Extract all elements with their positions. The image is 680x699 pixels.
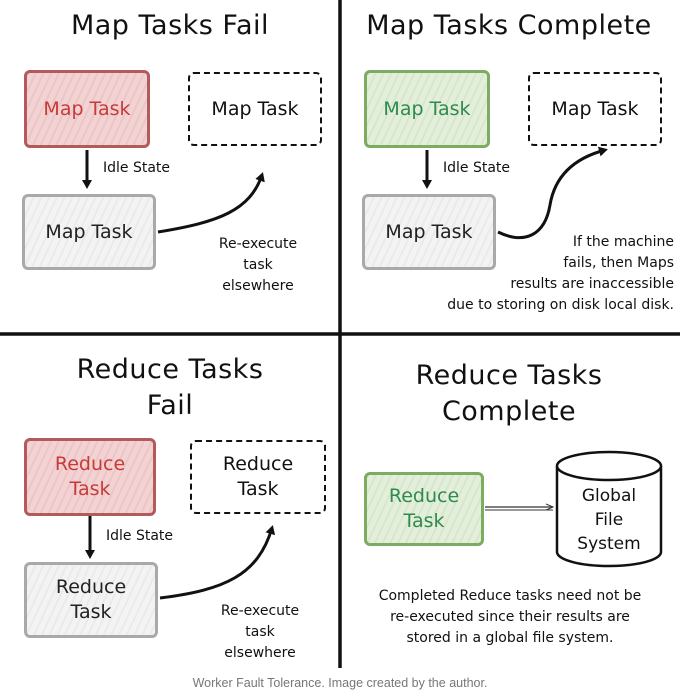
map-complete-note: If the machine fails, then Maps results …: [400, 232, 674, 316]
reduce-fail-idle-box-line: Task: [70, 601, 112, 623]
map-complete-done-box: Map Task: [364, 70, 490, 148]
map-complete-idle-label: Idle State: [443, 160, 511, 176]
map-fail-idle-box: Map Task: [22, 194, 156, 270]
reduce-fail-note-line: task: [245, 624, 275, 640]
reduce-fail-idle-label: Idle State: [106, 528, 174, 544]
global-file-system-line: System: [577, 534, 641, 554]
reduce-fail-idle-box-label: Reduce Task: [56, 575, 126, 625]
map-complete-note-line: results are inaccessible: [510, 276, 674, 292]
reduce-fail-idle-box: Reduce Task: [24, 562, 158, 638]
figure-caption: Worker Fault Tolerance. Image created by…: [192, 676, 488, 690]
reduce-complete-done-box-label: Reduce Task: [389, 484, 459, 534]
map-fail-failed-box-label: Map Task: [43, 97, 131, 120]
global-file-system-label: Global File System: [557, 484, 661, 556]
reduce-fail-title-line: Fail: [146, 390, 194, 421]
reduce-complete-done-box: Reduce Task: [364, 472, 484, 546]
map-complete-note-line: due to storing on disk local disk.: [447, 297, 674, 313]
map-complete-title: Map Tasks Complete: [366, 10, 652, 41]
reduce-fail-failed-box-line: Reduce: [54, 453, 126, 475]
reduce-fail-reexec-box-line: Reduce: [222, 453, 294, 475]
reduce-complete-note-line: Completed Reduce tasks need not be: [378, 588, 642, 604]
global-file-system-line: File: [594, 510, 624, 530]
reduce-complete-title-line: Reduce Tasks: [415, 360, 603, 391]
map-complete-reexec-box: Map Task: [528, 72, 662, 146]
map-fail-note-line: elsewhere: [222, 278, 294, 294]
reduce-fail-failed-box-label: Reduce Task: [55, 452, 125, 502]
reduce-fail-note: Re-execute task elsewhere: [200, 601, 320, 664]
reduce-fail-idle-box-line: Reduce: [55, 576, 127, 598]
reduce-complete-done-box-line: Task: [403, 510, 445, 532]
reduce-fail-reexec-box-line: Task: [237, 478, 279, 500]
map-fail-note-line: task: [243, 257, 273, 273]
map-fail-idle-label: Idle State: [103, 160, 171, 176]
map-complete-idle-box: Map Task: [362, 194, 496, 270]
map-fail-reexec-box: Map Task: [188, 72, 322, 146]
map-complete-reexec-box-label: Map Task: [551, 97, 639, 120]
map-complete-note-line: If the machine: [572, 234, 674, 250]
map-fail-reexec-box-label: Map Task: [211, 97, 299, 120]
reduce-complete-note: Completed Reduce tasks need not be re-ex…: [344, 586, 676, 649]
reduce-fail-reexec-box: Reduce Task: [190, 440, 326, 514]
reduce-fail-title: Reduce Tasks Fail: [20, 352, 320, 424]
map-fail-failed-box: Map Task: [24, 70, 150, 148]
global-file-system-cylinder: [555, 450, 663, 568]
reduce-complete-title: Reduce Tasks Complete: [344, 358, 674, 430]
reduce-complete-done-box-line: Reduce: [388, 485, 460, 507]
reduce-complete-note-line: re-executed since their results are: [390, 609, 630, 625]
reduce-fail-title-line: Reduce Tasks: [76, 354, 264, 385]
reduce-fail-failed-box-line: Task: [69, 478, 111, 500]
reduce-complete-title-line: Complete: [441, 396, 577, 427]
reduce-fail-note-line: elsewhere: [224, 645, 296, 661]
map-fail-idle-box-label: Map Task: [45, 220, 133, 243]
reduce-fail-reexec-box-label: Reduce Task: [223, 452, 293, 502]
q3-reexecute-arrow: [159, 525, 276, 600]
global-file-system-line: Global: [581, 486, 637, 506]
reduce-complete-note-line: stored in a global file system.: [406, 630, 614, 646]
q2-reexecute-arrow: [497, 146, 608, 240]
map-complete-note-line: fails, then Maps: [563, 255, 674, 271]
reduce-fail-failed-box: Reduce Task: [24, 438, 156, 516]
map-complete-done-box-label: Map Task: [383, 97, 471, 120]
map-fail-note-line: Re-execute: [218, 236, 298, 252]
map-fail-title: Map Tasks Fail: [70, 10, 270, 41]
map-fail-note: Re-execute task elsewhere: [198, 234, 318, 297]
map-complete-idle-box-label: Map Task: [385, 220, 473, 243]
reduce-fail-note-line: Re-execute: [220, 603, 300, 619]
q1-reexecute-arrow: [157, 172, 265, 234]
